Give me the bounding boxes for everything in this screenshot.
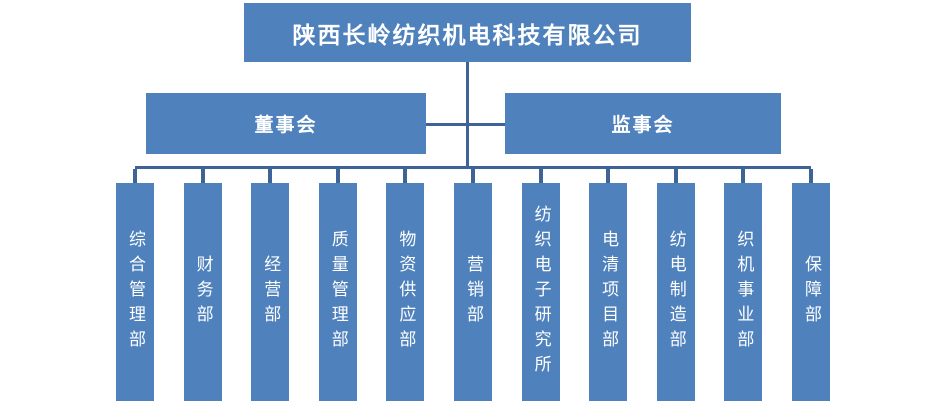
department-label: 经营部 xyxy=(261,254,281,330)
department-row: 综合管理部 财务部 经营部 质量管理部 物资供应部 营销部 纺织 xyxy=(116,169,830,401)
department-box: 经营部 xyxy=(251,183,290,401)
connector-trunk xyxy=(466,62,469,168)
department-label: 织机事业部 xyxy=(734,229,754,355)
connector-stub xyxy=(335,169,340,183)
connector-stub xyxy=(741,169,746,183)
connector-stub xyxy=(673,169,678,183)
department-label: 纺织电子研究所 xyxy=(531,204,551,380)
connector-stub xyxy=(470,169,475,183)
department-node: 物资供应部 xyxy=(386,169,425,401)
department-node: 电清项目部 xyxy=(589,169,628,401)
department-label: 质量管理部 xyxy=(328,229,348,355)
department-node: 营销部 xyxy=(453,169,492,401)
department-box: 纺织电子研究所 xyxy=(521,183,560,401)
connector-bus xyxy=(135,166,811,169)
department-label: 营销部 xyxy=(463,254,483,330)
connector-stub xyxy=(538,169,543,183)
board-supervisors-label: 监事会 xyxy=(611,115,675,136)
department-label: 纺电制造部 xyxy=(666,229,686,355)
department-node: 纺织电子研究所 xyxy=(521,169,560,401)
department-box: 财务部 xyxy=(183,183,222,401)
department-box: 物资供应部 xyxy=(386,183,425,401)
department-box: 保障部 xyxy=(791,183,830,401)
department-box: 综合管理部 xyxy=(116,183,154,401)
board-node-supervisors: 监事会 xyxy=(505,93,781,154)
department-box: 营销部 xyxy=(453,183,492,401)
department-box: 织机事业部 xyxy=(724,183,763,401)
board-node-directors: 董事会 xyxy=(146,93,426,154)
department-label: 物资供应部 xyxy=(396,229,416,355)
connector-board-link xyxy=(426,123,505,126)
connector-stub xyxy=(606,169,611,183)
department-node: 纺电制造部 xyxy=(656,169,695,401)
department-node: 财务部 xyxy=(183,169,222,401)
department-node: 织机事业部 xyxy=(724,169,763,401)
department-node: 保障部 xyxy=(791,169,830,401)
connector-stub xyxy=(133,169,137,183)
board-directors-label: 董事会 xyxy=(254,115,318,136)
connector-stub xyxy=(268,169,273,183)
department-box: 电清项目部 xyxy=(589,183,628,401)
department-node: 质量管理部 xyxy=(318,169,357,401)
connector-stub xyxy=(808,169,813,183)
company-node: 陕西长岭纺织机电科技有限公司 xyxy=(244,3,691,62)
company-name: 陕西长岭纺织机电科技有限公司 xyxy=(292,21,643,48)
department-box: 质量管理部 xyxy=(318,183,357,401)
department-node: 经营部 xyxy=(251,169,290,401)
department-node: 综合管理部 xyxy=(116,169,154,401)
department-label: 财务部 xyxy=(193,254,213,330)
connector-stub xyxy=(200,169,205,183)
department-label: 电清项目部 xyxy=(599,229,619,355)
department-box: 纺电制造部 xyxy=(656,183,695,401)
department-label: 保障部 xyxy=(801,254,821,330)
department-label: 综合管理部 xyxy=(126,229,145,355)
connector-stub xyxy=(403,169,408,183)
